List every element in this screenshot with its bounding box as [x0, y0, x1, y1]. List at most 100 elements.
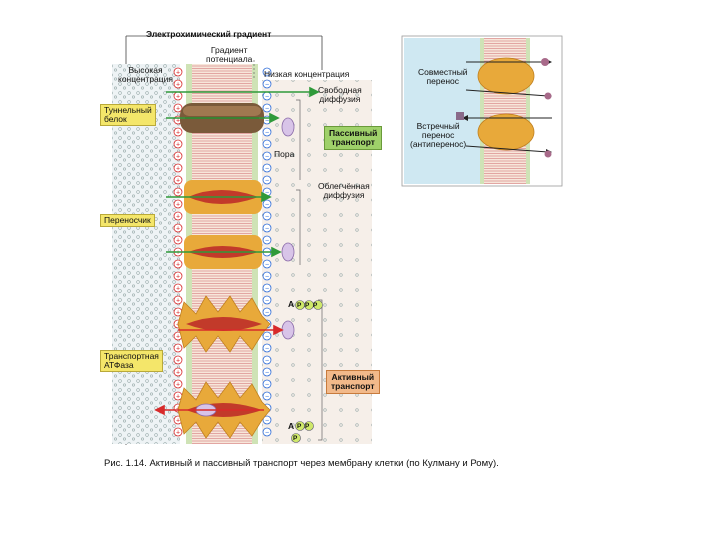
minus-sign: − — [265, 118, 269, 125]
minus-charge — [262, 151, 272, 161]
minus-charge — [262, 67, 272, 77]
plus-sign: + — [176, 118, 180, 125]
minus-sign: − — [265, 166, 269, 173]
minus-sign: − — [265, 286, 269, 293]
title-electrochemical-gradient: Электрохимический градиент — [146, 29, 272, 39]
plus-charge — [173, 127, 183, 137]
plus-charge — [173, 343, 183, 353]
minus-sign: − — [265, 298, 269, 305]
minus-sign: − — [265, 130, 269, 137]
plus-charge — [173, 67, 183, 77]
plus-sign: + — [176, 274, 180, 281]
plus-charge — [173, 211, 183, 221]
minus-sign: − — [265, 274, 269, 281]
plus-charge — [173, 259, 183, 269]
minus-charge — [262, 235, 272, 245]
minus-sign: − — [265, 202, 269, 209]
minus-charge — [262, 259, 272, 269]
minus-sign: − — [265, 418, 269, 425]
plus-sign: + — [176, 226, 180, 233]
minus-charge — [262, 163, 272, 173]
minus-charge — [262, 103, 272, 113]
minus-charge — [262, 139, 272, 149]
plus-sign: + — [176, 370, 180, 377]
plus-charge — [173, 271, 183, 281]
plus-sign: + — [176, 346, 180, 353]
minus-charge — [262, 355, 272, 365]
free-diffusion-label: Свободная диффузия — [318, 85, 362, 104]
plus-sign: + — [176, 298, 180, 305]
plus-charge — [173, 367, 183, 377]
active-arrows — [154, 324, 284, 416]
plus-sign: + — [176, 358, 180, 365]
plus-charge — [173, 187, 183, 197]
plus-sign: + — [176, 310, 180, 317]
minus-sign: − — [265, 382, 269, 389]
plus-sign: + — [176, 82, 180, 89]
minus-sign: − — [265, 70, 269, 77]
atpase-pump-1 — [177, 295, 271, 353]
plus-sign: + — [176, 70, 180, 77]
minus-charge — [262, 343, 272, 353]
minus-sign: − — [265, 370, 269, 377]
plus-charge — [173, 295, 183, 305]
phosphate-groups — [291, 300, 323, 443]
plus-sign: + — [176, 94, 180, 101]
pore-label: Пора — [274, 149, 295, 159]
plus-sign: + — [176, 430, 180, 437]
minus-charge — [262, 199, 272, 209]
minus-sign: − — [265, 106, 269, 113]
plus-sign: + — [176, 130, 180, 137]
symport-label: Совместный перенос — [418, 67, 468, 86]
plus-charge — [173, 283, 183, 293]
plus-sign: + — [176, 286, 180, 293]
plus-charge — [173, 103, 183, 113]
minus-sign: − — [265, 226, 269, 233]
plus-sign: + — [176, 166, 180, 173]
ion-particles — [281, 117, 295, 340]
antiport-label: Встречный перенос (антиперенос) — [410, 121, 467, 149]
plus-charge — [173, 235, 183, 245]
minus-sign: − — [265, 262, 269, 269]
plus-sign: + — [176, 178, 180, 185]
minus-sign: − — [265, 154, 269, 161]
minus-sign: − — [265, 142, 269, 149]
minus-charge — [262, 79, 272, 89]
minus-sign: − — [265, 82, 269, 89]
high-concentration-label: Высокая концентрация — [118, 65, 173, 84]
figure-caption: Рис. 1.14. Активный и пассивный транспор… — [104, 458, 499, 469]
ppp-label: P P P — [297, 302, 319, 309]
minus-sign: − — [265, 190, 269, 197]
gradient-label: Градиент потенциала — [206, 45, 253, 64]
minus-sign: − — [265, 178, 269, 185]
minus-sign: − — [265, 394, 269, 401]
plus-charge — [173, 79, 183, 89]
plus-charge — [173, 379, 183, 389]
tunnel-protein-label: Туннельный белок — [100, 104, 156, 126]
pp-label: P P — [297, 423, 311, 430]
minus-sign: − — [265, 214, 269, 221]
plus-sign: + — [176, 394, 180, 401]
facilitated-diffusion-label: Облегчённая диффузия — [318, 181, 370, 200]
minus-charge — [262, 175, 272, 185]
passive-transport-badge: Пассивный транспорт — [324, 126, 383, 150]
minus-charge — [262, 223, 272, 233]
plus-sign: + — [176, 202, 180, 209]
plus-charge — [173, 223, 183, 233]
plus-sign: + — [176, 262, 180, 269]
plus-sign: + — [176, 382, 180, 389]
plus-sign: + — [176, 250, 180, 257]
plus-charge — [173, 151, 183, 161]
minus-sign: − — [265, 250, 269, 257]
atp-label: А — [288, 299, 295, 309]
adp-label: А — [288, 421, 295, 431]
plus-sign: + — [176, 214, 180, 221]
minus-sign: − — [265, 238, 269, 245]
plus-charge — [173, 163, 183, 173]
minus-charge — [262, 307, 272, 317]
plus-charge — [173, 427, 183, 437]
minus-sign: − — [265, 358, 269, 365]
plus-charge — [173, 139, 183, 149]
minus-charge — [262, 427, 272, 437]
plus-sign: + — [176, 334, 180, 341]
